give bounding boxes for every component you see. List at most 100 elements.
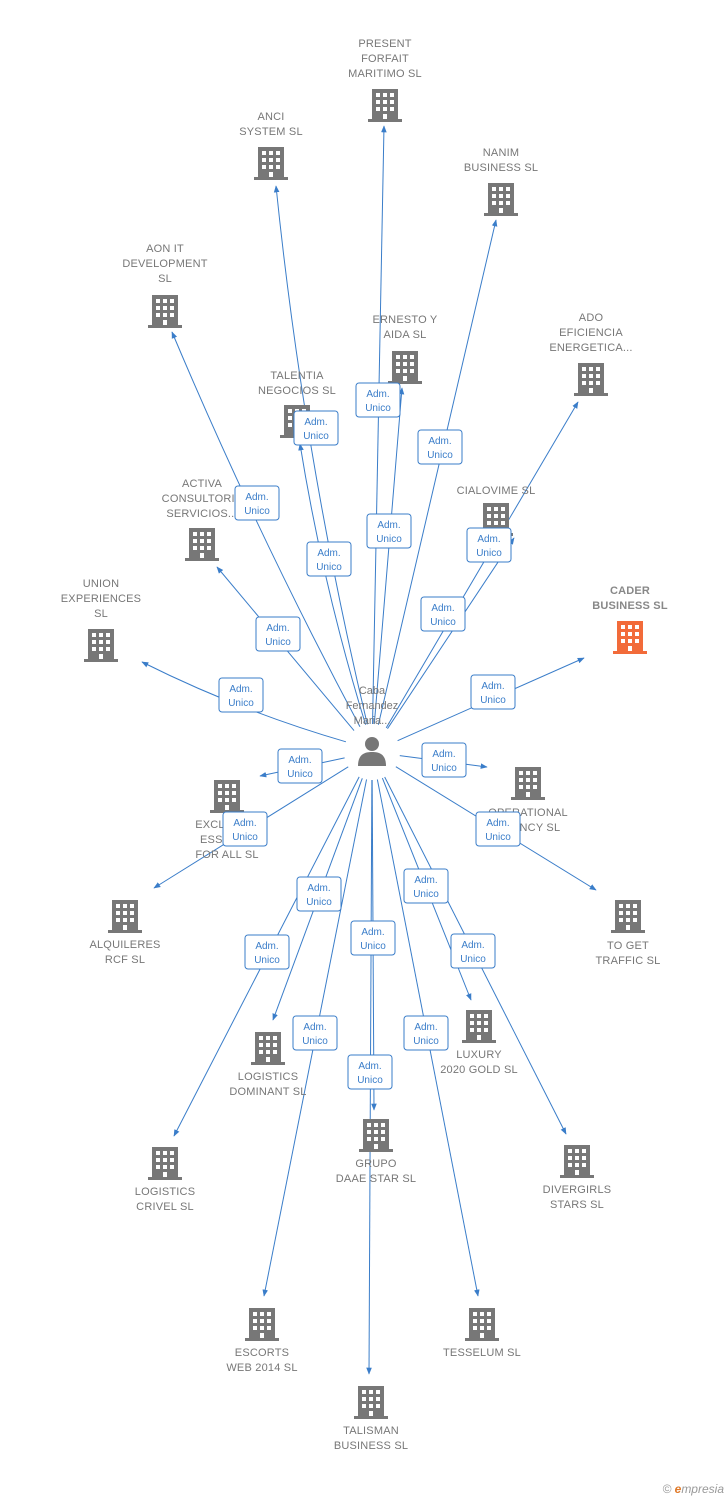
edge-nanim xyxy=(377,219,498,725)
edge-label-box xyxy=(355,382,401,418)
edge-label-luxury[interactable]: Adm.Unico xyxy=(450,933,496,969)
edge-label-divergirls[interactable]: Adm.Unico xyxy=(403,868,449,904)
building-icon xyxy=(354,1386,388,1419)
edge-label-escorts[interactable]: Adm.Unico xyxy=(292,1015,338,1051)
node-talisman[interactable]: TALISMAN BUSINESS SL xyxy=(334,1386,408,1452)
node-label-line: CIALOVIME SL xyxy=(457,485,536,497)
edge-label-line: Unico xyxy=(316,562,342,573)
edge-label-box xyxy=(350,920,396,956)
node-label-cialovime: CIALOVIME SL xyxy=(457,485,536,497)
edge-label-present[interactable]: Adm.Unico xyxy=(355,382,401,418)
copyright-symbol: © xyxy=(662,1482,672,1496)
edge-label-logdominant[interactable]: Adm. Unico xyxy=(296,876,342,912)
edge-label-box xyxy=(420,596,466,632)
edge-label-box xyxy=(347,1054,393,1090)
edge-label-box xyxy=(466,527,512,563)
building-icon xyxy=(148,295,182,328)
edge-label-aonit[interactable]: Adm.Unico xyxy=(234,485,280,521)
node-label-line: GRUPO xyxy=(355,1158,397,1170)
edge-label-line: Unico xyxy=(254,955,280,966)
edge-label-line: Adm. xyxy=(431,603,454,614)
edge-label-line: Adm. xyxy=(481,681,504,692)
edge-label-anci[interactable]: Adm.Unico xyxy=(293,410,339,446)
node-label-line: RCF SL xyxy=(105,954,145,966)
edge-label-box xyxy=(403,1015,449,1051)
edge-label-box xyxy=(450,933,496,969)
brand-logo-initial: e xyxy=(674,1482,682,1496)
edge-label-line: Adm. xyxy=(461,940,484,951)
edge-label-activa[interactable]: Adm.Unico xyxy=(255,616,301,652)
edge-label-talisman[interactable]: Adm.Unico xyxy=(347,1054,393,1090)
edge-label-ernesto[interactable]: Adm.Unico xyxy=(366,513,412,549)
building-icon xyxy=(484,183,518,216)
node-label-line: ACTIVA xyxy=(182,478,223,490)
edge-label-line: Adm. xyxy=(288,755,311,766)
edge-label-box xyxy=(222,811,268,847)
edge-label-talentia[interactable]: Adm.Unico xyxy=(306,541,352,577)
edge-label-line: Adm. xyxy=(358,1061,381,1072)
building-icon-highlight xyxy=(613,621,647,654)
building-icon xyxy=(560,1145,594,1178)
edge-label-exclusive[interactable]: Adm.Unico xyxy=(277,748,323,784)
node-label-line: BUSINESS SL xyxy=(334,1440,408,1452)
node-cialovime[interactable]: CIALOVIME SL xyxy=(457,485,536,536)
edge-label-toget[interactable]: Adm.Unico xyxy=(475,811,521,847)
node-label-line: SL xyxy=(94,608,108,620)
edge-label-logcrivel[interactable]: Adm. Unico xyxy=(244,934,290,970)
node-label-line: AIDA SL xyxy=(384,329,427,341)
edge-label-line: Adm. xyxy=(266,623,289,634)
edge-label-line: Unico xyxy=(306,897,332,908)
node-label-line: AON IT xyxy=(146,243,184,255)
edge-label-tesselum[interactable]: Adm.Unico xyxy=(403,1015,449,1051)
edge-label-line: Adm. xyxy=(307,883,330,894)
node-label-line: NANIM xyxy=(483,147,519,159)
edge-anci xyxy=(273,185,368,725)
person-name-line: Maria... xyxy=(354,715,391,727)
edge-label-alquileres[interactable]: Adm.Unico xyxy=(222,811,268,847)
edge-label-grupodaae[interactable]: Adm.Unico xyxy=(350,920,396,956)
edge-label-nanim[interactable]: Adm.Unico xyxy=(417,429,463,465)
edge-label-line: Unico xyxy=(427,450,453,461)
node-label-line: FOR ALL SL xyxy=(195,849,258,861)
building-icon xyxy=(108,900,142,933)
edge-label-cialovime[interactable]: Adm.Unico xyxy=(466,527,512,563)
edge-label-line: Adm. xyxy=(432,749,455,760)
edge-label-cader[interactable]: Adm.Unico xyxy=(470,674,516,710)
edge-label-line: Adm. xyxy=(303,1022,326,1033)
node-label-line: TALISMAN xyxy=(343,1425,399,1437)
node-label-line: CRIVEL SL xyxy=(136,1201,194,1213)
edge-label-union[interactable]: Adm.Unico xyxy=(218,677,264,713)
node-tesselum[interactable]: TESSELUM SL xyxy=(443,1308,521,1359)
edge-label-ado[interactable]: Adm.Unico xyxy=(420,596,466,632)
edge-label-operational[interactable]: Adm.Unico xyxy=(421,742,467,778)
node-label-line: PRESENT xyxy=(358,38,411,50)
building-icon xyxy=(465,1308,499,1341)
edge-label-line: Adm. xyxy=(255,941,278,952)
edge-label-line: Unico xyxy=(303,431,329,442)
edge-label-box xyxy=(292,1015,338,1051)
